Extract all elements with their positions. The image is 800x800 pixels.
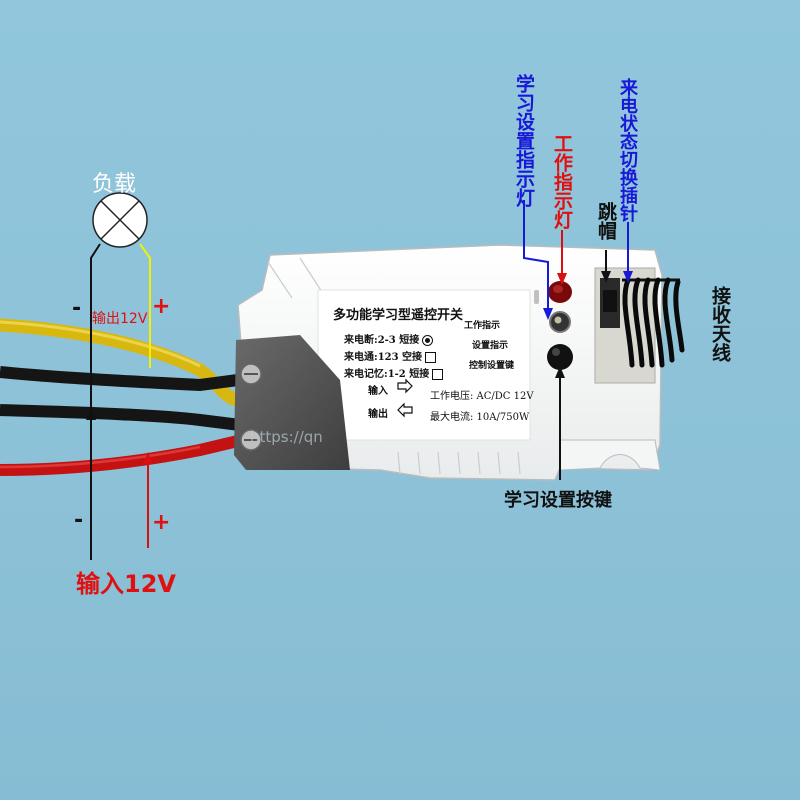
antenna-coil [622,277,685,368]
panel-title: 多功能学习型遥控开关 [333,308,464,323]
jumper-label: 跳帽 [595,202,617,240]
learn-button-label: 学习设置按键 [504,490,612,511]
panel-mode-1: 来电断:2-3 短接 [344,331,434,346]
load-label: 负载 [92,172,137,197]
input-minus: - [74,508,84,533]
load-wire-black [90,243,101,560]
device-case [234,244,663,481]
label-sticker [317,289,531,441]
yellow-wire [0,318,243,407]
panel-control-button: 控制设置键 [469,361,515,371]
load-wire-yellow [139,243,151,350]
checkbox-icon [432,369,444,380]
antenna-label: 接收天线 [709,286,731,362]
output-plus: + [152,294,171,319]
red-wire [0,434,244,476]
output-minus: - [72,296,82,321]
work-indicator-label: 工作指示灯 [551,134,573,229]
learn-indicator-label: 学习设置指示灯 [513,74,535,207]
radio-filled-icon [422,335,434,346]
input-label: 输入12V [76,570,176,598]
panel-output: 输出 [368,409,388,420]
panel-work-indicator: 工作指示 [464,321,501,331]
lamp-symbol [92,192,148,248]
panel-mode-3: 来电记忆:1-2 短接 [344,365,444,380]
learn-led-pointer [523,200,549,312]
input-plus: + [152,510,171,535]
panel-current: 最大电流: 10A/750W [430,412,530,423]
black-wire-bottom [0,404,241,431]
output-label: 输出12V [92,311,148,327]
watermark: https://qn [250,428,323,446]
panel-voltage: 工作电压: AC/DC 12V [430,391,534,402]
panel-mode-2: 来电通:123 空接 [344,348,437,363]
black-wire-top [0,366,239,392]
terminal-cap [234,335,350,470]
panel-input: 输入 [368,386,388,397]
checkbox-icon [425,352,437,363]
wires [0,318,244,476]
panel-setting-indicator: 设置指示 [472,341,509,351]
power-state-pins-label: 来电状态切换插针 [617,78,638,222]
